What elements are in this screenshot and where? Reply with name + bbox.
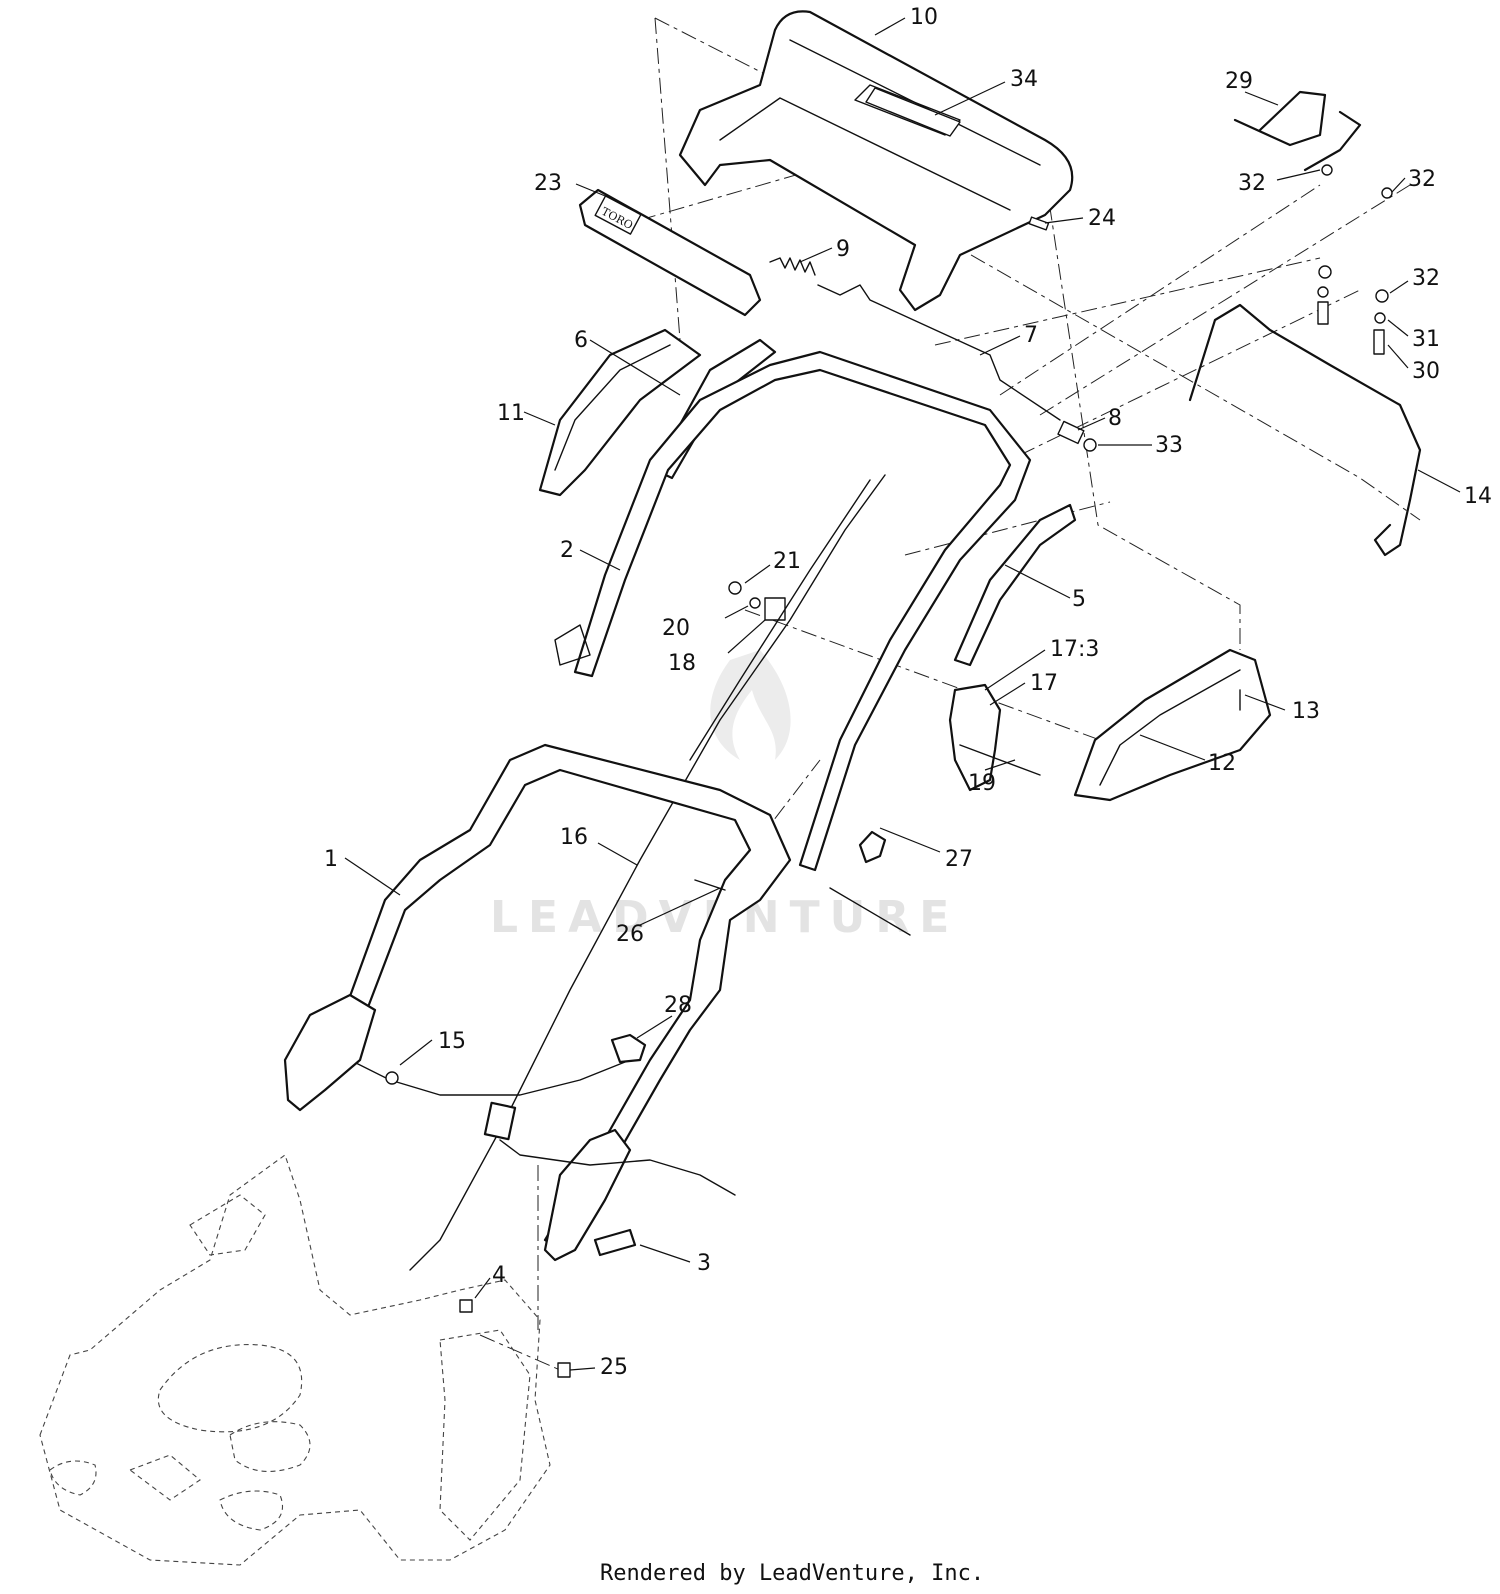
callout-5: 5 (1072, 587, 1086, 612)
washer-part-20 (749, 597, 761, 609)
mower-deck-frame (39, 1154, 551, 1566)
callout-23: 23 (534, 171, 562, 196)
callout-15: 15 (438, 1029, 466, 1054)
assembly-lines (479, 17, 1421, 1371)
callout-25: 25 (600, 1355, 628, 1380)
clamp-part-18 (764, 597, 786, 621)
callout-28: 28 (664, 993, 692, 1018)
callout-33: 33 (1155, 433, 1183, 458)
bolt-part-19 (959, 744, 1041, 776)
callout-26: 26 (616, 922, 644, 947)
side-plate-right (543, 1128, 632, 1262)
nut-part-21 (728, 581, 742, 595)
bolt-part-3 (593, 1228, 637, 1257)
callout-4: 4 (492, 1263, 506, 1288)
callout-34: 34 (1010, 67, 1038, 92)
grip-part-11 (538, 328, 702, 497)
callout-19: 19 (968, 771, 996, 796)
callout-17-3: 17:3 (1050, 637, 1099, 662)
callout-32-a: 32 (1238, 171, 1266, 196)
cable-part-16 (409, 474, 886, 1271)
cable-part-14 (1188, 303, 1422, 557)
callout-24: 24 (1088, 206, 1116, 231)
callout-12: 12 (1208, 751, 1236, 776)
callout-6: 6 (574, 328, 588, 353)
nut-part-25 (557, 1362, 571, 1378)
knob-part-27 (858, 830, 887, 864)
cable-part-15 (339, 1054, 631, 1096)
upper-handle-part-2 (573, 350, 1032, 872)
nut-part-4 (459, 1299, 473, 1313)
washer-part-33 (1083, 438, 1097, 452)
callout-29: 29 (1225, 69, 1253, 94)
grommet-part-28 (610, 1033, 647, 1064)
callout-8: 8 (1108, 406, 1122, 431)
bail-part-29 (1233, 90, 1362, 172)
spring-part-9 (769, 257, 816, 276)
callout-31: 31 (1412, 327, 1440, 352)
callout-27: 27 (945, 847, 973, 872)
callout-labels: 10 34 29 32 32 24 23 9 32 31 30 7 6 11 8… (324, 5, 1492, 1380)
grip-part-23: TORO (578, 188, 762, 317)
callout-1: 1 (324, 847, 338, 872)
callout-30: 30 (1412, 359, 1440, 384)
leader-lines (344, 17, 1461, 1371)
bolt-part-26 (694, 879, 726, 891)
callout-3: 3 (697, 1251, 711, 1276)
callout-18: 18 (668, 651, 696, 676)
switch-box (483, 1101, 517, 1141)
callout-14: 14 (1464, 484, 1492, 509)
callout-10: 10 (910, 5, 938, 30)
callout-32-b: 32 (1408, 167, 1436, 192)
lever-part-17 (948, 683, 1002, 792)
pin-part-24 (1028, 216, 1050, 231)
callout-9: 9 (836, 237, 850, 262)
bushing-part-8 (1057, 420, 1085, 445)
callout-17: 17 (1030, 671, 1058, 696)
console-part-10 (678, 10, 1074, 312)
parts: TORO (39, 10, 1422, 1566)
fasteners-32-31-30 (1317, 164, 1393, 355)
callout-16: 16 (560, 825, 588, 850)
rod-part-7 (817, 284, 1061, 421)
callout-11: 11 (497, 401, 525, 426)
callout-21: 21 (773, 549, 801, 574)
grip-part-5 (953, 503, 1077, 667)
side-plate-left (283, 993, 377, 1112)
footer-credit: Rendered by LeadVenture, Inc. (600, 1561, 984, 1586)
callout-20: 20 (662, 616, 690, 641)
callout-7: 7 (1024, 323, 1038, 348)
console-slot-part-34 (865, 87, 961, 137)
callout-2: 2 (560, 538, 574, 563)
grip-part-12 (1073, 648, 1272, 802)
callout-32-c: 32 (1412, 266, 1440, 291)
callout-13: 13 (1292, 699, 1320, 724)
